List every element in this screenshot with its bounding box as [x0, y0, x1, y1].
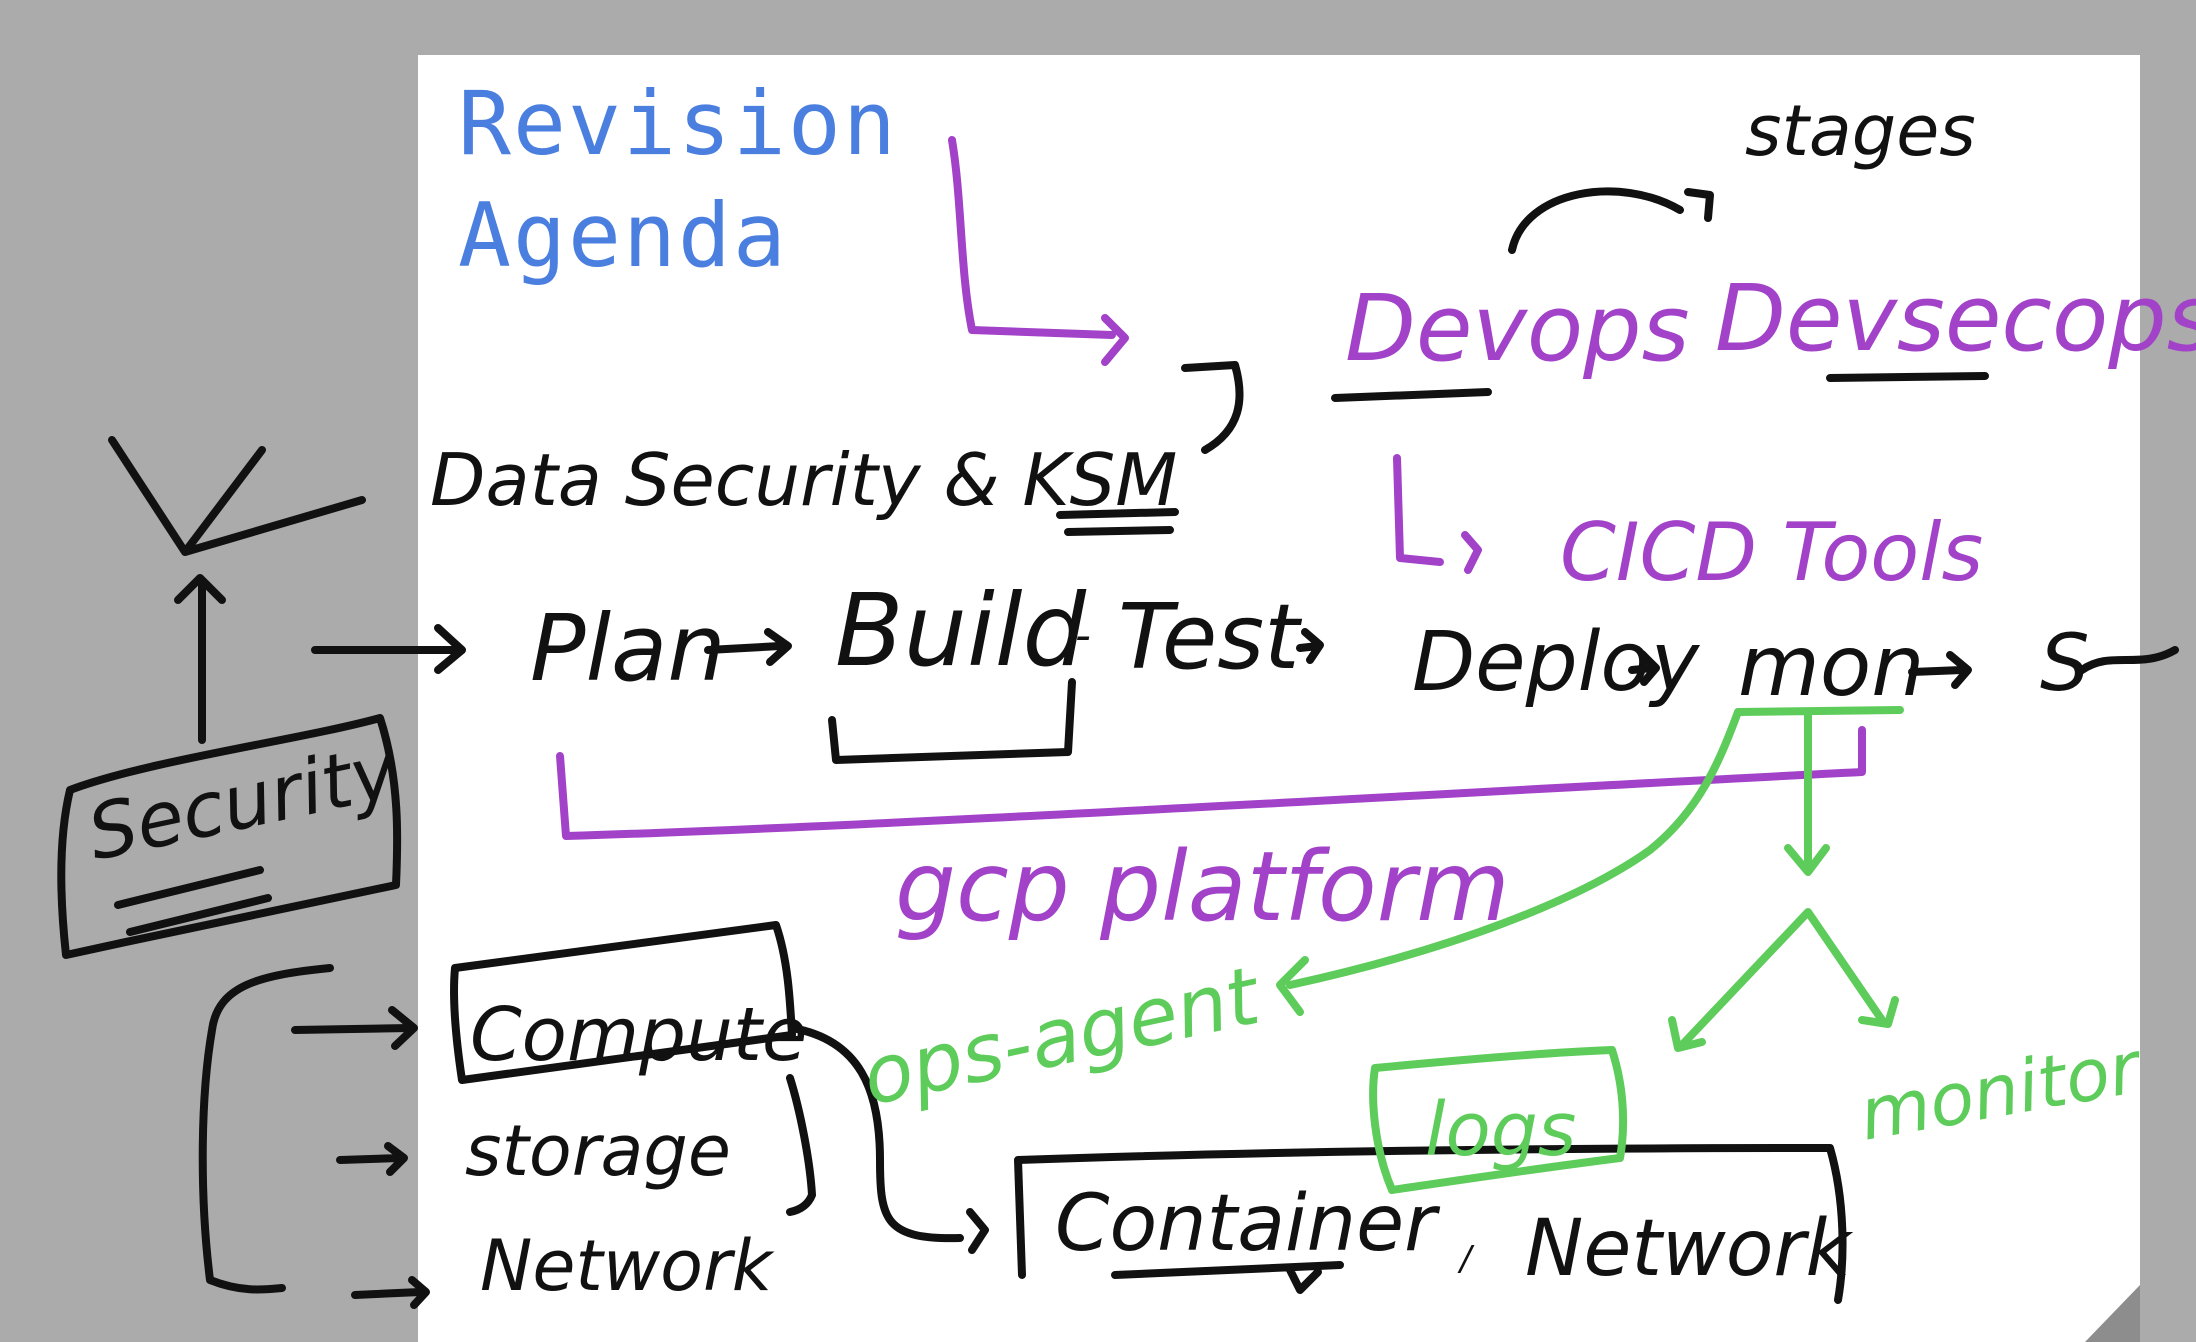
- network-arrow: [351, 1276, 430, 1309]
- stages-arc: [1508, 187, 1714, 254]
- plan-label: Plan: [530, 595, 726, 702]
- monitor-label: monitor: [1853, 1024, 2149, 1156]
- title-to-devops-arrow: [948, 136, 1129, 366]
- devops-underline: [1331, 388, 1492, 402]
- build-dash: -: [1075, 610, 1091, 661]
- s-label: S: [2040, 619, 2090, 709]
- whiteboard-canvas: [418, 55, 2140, 1342]
- security-underline: [114, 866, 272, 936]
- page-title: Revision Agenda: [458, 68, 898, 292]
- logs-box: [1369, 1046, 1628, 1194]
- gcp-platform-bracket: [556, 726, 1866, 840]
- compute-to-container-arrow: [788, 1024, 989, 1254]
- infra-bracket: [198, 964, 334, 1294]
- logs-label: logs: [1425, 1087, 1576, 1173]
- gcp-platform-label: gcp platform: [895, 831, 1510, 943]
- compute-storage-bracket: [786, 1074, 816, 1216]
- storage-arrow: [336, 1142, 408, 1176]
- network2-label: Network: [1525, 1204, 1854, 1294]
- devsecops-underline: [1826, 372, 1989, 382]
- stages-label: stages: [1745, 90, 1976, 172]
- title-line-1: Revision: [458, 72, 898, 175]
- devops-label: Devops: [1345, 275, 1690, 382]
- ksm-bracket: [1181, 361, 1244, 454]
- devsecops-label: Devsecops: [1715, 265, 2196, 372]
- compute-arrow: [291, 1006, 418, 1050]
- deploy-to-mon-arrow: [1628, 650, 1660, 686]
- security-box: [57, 714, 402, 959]
- compute-box: [450, 921, 796, 1084]
- test-label: Test: [1118, 585, 1303, 690]
- mon-label: mon: [1738, 617, 1924, 715]
- build-bracket: [828, 678, 1076, 764]
- security-antenna: [108, 436, 366, 744]
- mon-to-opsagent-arrow: [1276, 708, 1742, 1016]
- container-underline: [1111, 1261, 1344, 1294]
- mon-split-arrows: [1668, 908, 1899, 1052]
- title-line-2: Agenda: [458, 184, 788, 287]
- ops-agent-label: ops-agent: [855, 949, 1270, 1124]
- network-label: Network: [480, 1225, 775, 1307]
- page-fold-corner: [2085, 1285, 2140, 1342]
- data-security-label: Data Security & KSM: [430, 438, 1177, 522]
- storage-label: storage: [465, 1110, 731, 1192]
- devops-to-cicd-arrow: [1393, 454, 1482, 574]
- compute-label: Compute: [470, 992, 807, 1078]
- container-network-box: [1014, 1144, 1847, 1304]
- mon-to-s-arrow: [1908, 651, 1972, 689]
- build-label: Build: [835, 572, 1087, 689]
- mon-bracket: [1734, 706, 1904, 876]
- cicd-tools-label: CICD Tools: [1560, 506, 1983, 599]
- test-to-deploy-arrow: [1296, 628, 1324, 664]
- network2-slash: /: [1457, 1239, 1475, 1279]
- ksm-underline: [1056, 508, 1179, 536]
- s-tail: [2078, 646, 2179, 674]
- plan-to-build-arrow: [704, 628, 792, 666]
- container-label: Container: [1055, 1179, 1441, 1269]
- deploy-label: Deploy: [1412, 615, 1701, 710]
- security-to-plan-arrow: [311, 624, 466, 674]
